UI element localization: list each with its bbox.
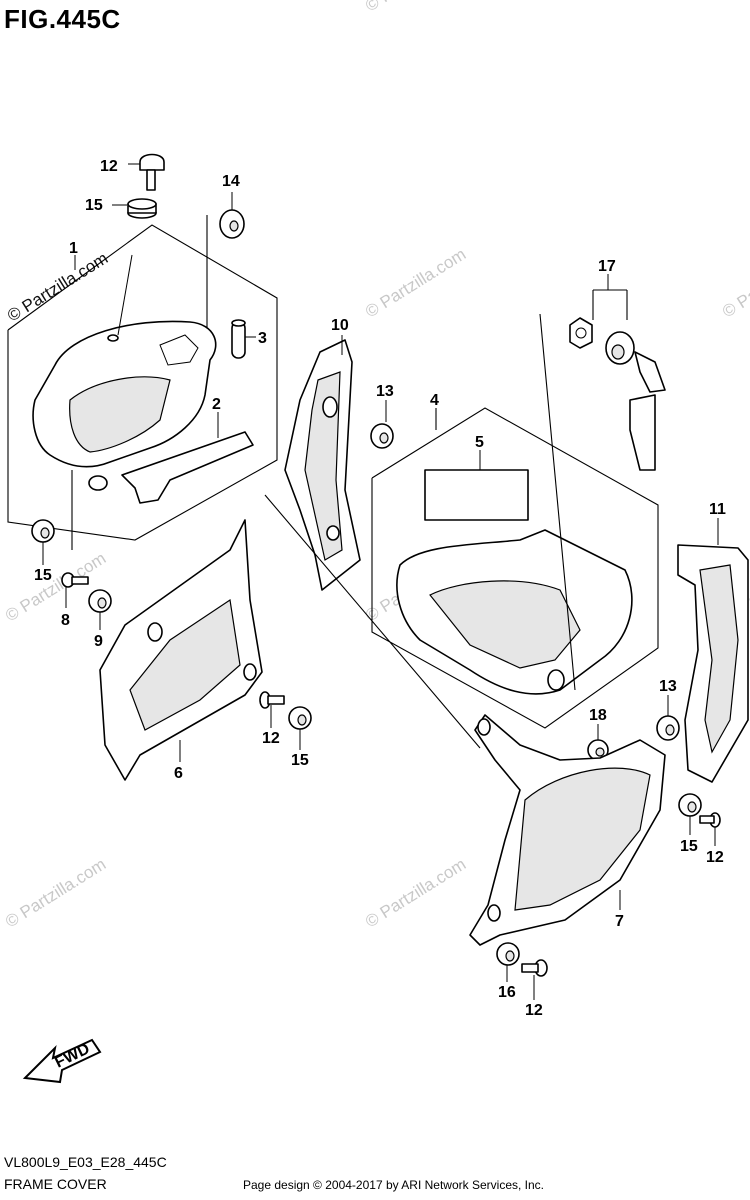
- part-15-grommet-top: [127, 198, 157, 219]
- part-3-spacer: [231, 319, 246, 359]
- callout-7: 7: [615, 913, 624, 930]
- callout-15-right: 15: [680, 838, 698, 855]
- part-11-bracket-right: [677, 544, 749, 783]
- part-12-bolt-right: [699, 812, 721, 828]
- callout-15-left: 15: [34, 567, 52, 584]
- part-17-lock-set: [569, 289, 666, 471]
- part-13-cushion-right: [656, 715, 680, 741]
- part-12-bolt-top: [139, 153, 165, 191]
- part-12-bolt-mid: [259, 691, 285, 709]
- callout-6: 6: [174, 765, 183, 782]
- figure-name: FRAME COVER: [4, 1176, 107, 1192]
- leader-lines: [42, 163, 719, 1000]
- callout-18: 18: [589, 707, 607, 724]
- callout-15-mid: 15: [291, 752, 309, 769]
- callout-13-right: 13: [659, 678, 677, 695]
- watermark-1: © Partzilla.com: [4, 249, 111, 326]
- part-5-label: [424, 469, 529, 521]
- part-8-bolt: [61, 572, 89, 588]
- callout-16: 16: [498, 984, 516, 1001]
- watermark-7: © Partzilla.com: [2, 855, 109, 932]
- figure-code: VL800L9_E03_E28_445C: [4, 1154, 167, 1170]
- part-7-frame-cover-lower-right: [469, 714, 666, 946]
- callout-labels: 12 15 14 1 3 2 10 13 4 5 17 11 15 8 9 6 …: [34, 158, 726, 1019]
- copyright-notice: Page design © 2004-2017 by ARI Network S…: [243, 1178, 545, 1192]
- callout-12-top: 12: [100, 158, 118, 175]
- group-frame-center: [371, 407, 659, 729]
- callout-3: 3: [258, 330, 267, 347]
- part-12-bolt-bottom: [521, 959, 548, 977]
- callout-12-right: 12: [706, 849, 724, 866]
- callout-4: 4: [430, 392, 439, 409]
- part-2-bracket: [121, 431, 254, 504]
- callout-17: 17: [598, 258, 616, 275]
- group-line-left-diag: [264, 494, 481, 749]
- callout-5: 5: [475, 434, 484, 451]
- watermark-8: © Partzilla.com: [362, 855, 469, 932]
- part-4-frame-cover-right: [396, 529, 633, 695]
- callout-12-mid: 12: [262, 730, 280, 747]
- part-6-frame-cover-lower-left: [99, 519, 263, 781]
- callout-8: 8: [61, 612, 70, 629]
- callout-12-bottom: 12: [525, 1002, 543, 1019]
- figure-title: FIG.445C: [4, 4, 121, 34]
- part-9-grommet: [88, 589, 112, 613]
- group-frame-left: [7, 224, 278, 541]
- part-15-grommet-right: [678, 793, 702, 817]
- part-13-cushion-mid: [370, 423, 394, 449]
- watermark-9: © Partzilla.com: [362, 0, 469, 15]
- fwd-label: FWD: [52, 1040, 92, 1071]
- callout-14: 14: [222, 173, 240, 190]
- watermark-4: © Partzilla.com: [2, 549, 109, 626]
- callout-1: 1: [69, 240, 78, 257]
- callout-11: 11: [709, 501, 726, 518]
- part-15-grommet-left: [31, 519, 55, 543]
- part-1-frame-cover-left: [32, 320, 217, 491]
- callout-9: 9: [94, 633, 103, 650]
- callout-15-top: 15: [85, 197, 103, 214]
- part-15-grommet-mid: [288, 706, 312, 730]
- part-14-cushion: [219, 209, 245, 239]
- fwd-arrow-icon: FWD: [22, 1038, 102, 1084]
- part-10-bracket: [284, 339, 361, 591]
- callout-10: 10: [331, 317, 349, 334]
- watermark-2: © Partzilla.com: [362, 245, 469, 322]
- watermark-3: © Partzilla.com: [719, 245, 750, 322]
- group-line-17: [539, 313, 576, 691]
- part-16-grommet: [496, 942, 520, 966]
- callout-2: 2: [212, 396, 221, 413]
- callout-13-mid: 13: [376, 383, 394, 400]
